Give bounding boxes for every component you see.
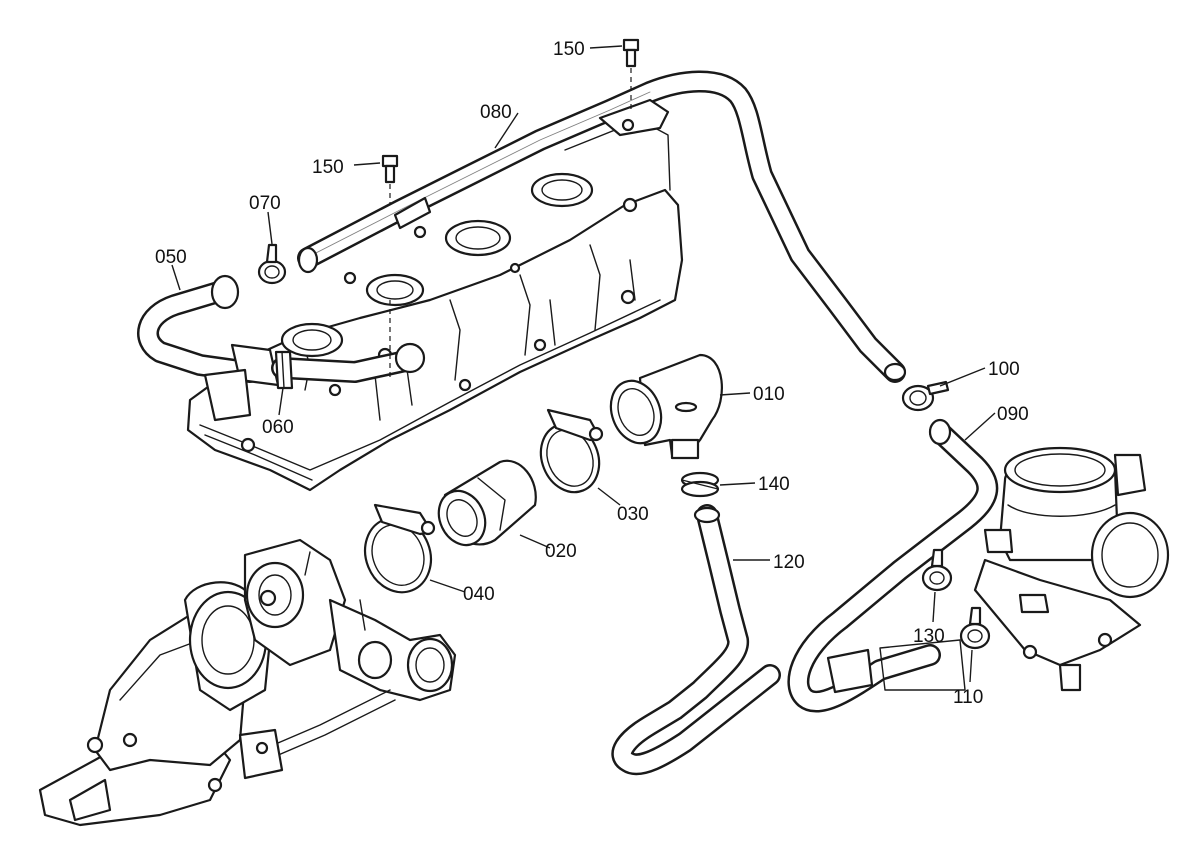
- callout-070: 070: [249, 193, 281, 214]
- clamp-110: [959, 606, 991, 650]
- air-valve: [973, 446, 1170, 692]
- callout-150-top: 150: [553, 39, 585, 60]
- bolt-150-mid: [381, 154, 399, 380]
- hose-090: [787, 418, 999, 713]
- hose-050: [137, 274, 280, 422]
- callout-060: 060: [262, 417, 294, 438]
- callout-140: 140: [758, 474, 790, 495]
- hose-020: [437, 459, 537, 547]
- callout-100: 100: [988, 359, 1020, 380]
- callout-labels: 150 150 080 070 050 060 010 140 030 020 …: [155, 39, 1029, 708]
- callout-090: 090: [997, 404, 1029, 425]
- callout-110: 110: [953, 687, 983, 708]
- breather-pipe-080: [297, 70, 907, 383]
- clamp-060: [271, 342, 426, 390]
- bolt-150-top: [622, 38, 640, 112]
- callout-120: 120: [773, 552, 805, 573]
- callout-050: 050: [155, 247, 187, 268]
- clip-140: [680, 471, 720, 498]
- clamp-070: [257, 243, 287, 285]
- callout-080: 080: [480, 102, 512, 123]
- turbocharger-assembly: [38, 538, 457, 827]
- callout-010: 010: [753, 384, 785, 405]
- leader-lines: [171, 45, 996, 683]
- callout-130: 130: [913, 626, 945, 647]
- clamp-040: [363, 503, 436, 594]
- hose-120: [611, 504, 781, 776]
- callout-150-mid: 150: [312, 157, 344, 178]
- callout-020: 020: [545, 541, 577, 562]
- air-duct-010: [609, 353, 723, 460]
- clamp-130: [921, 548, 953, 592]
- callout-040: 040: [463, 584, 495, 605]
- clamp-030: [539, 408, 604, 494]
- callout-030: 030: [617, 504, 649, 525]
